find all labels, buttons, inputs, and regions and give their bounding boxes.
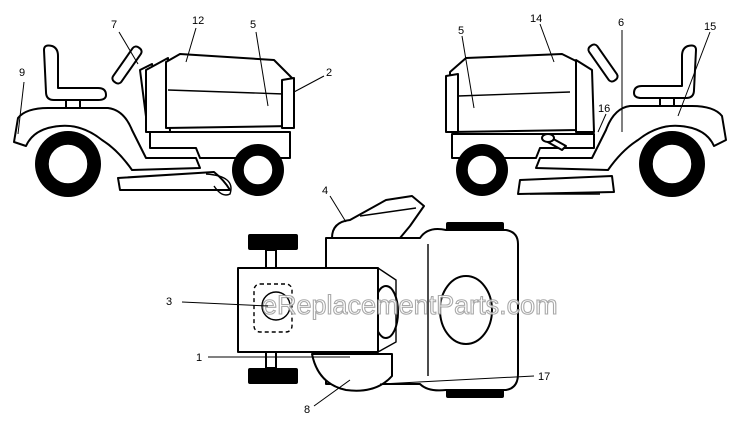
top-deck-chute	[331, 195, 425, 239]
dash-right	[575, 59, 595, 133]
leader-5-left	[255, 31, 269, 107]
top-hood-taper	[377, 267, 397, 353]
top-front-axle-stub-bottom	[265, 351, 277, 369]
mower-deck-left	[117, 171, 231, 191]
callout-2: 2	[326, 67, 332, 79]
leader-9	[17, 81, 25, 135]
front-hub-left	[242, 154, 274, 186]
leader-3	[181, 301, 269, 307]
leader-7	[118, 31, 139, 65]
top-chute-line	[359, 207, 417, 217]
top-seat	[439, 275, 493, 345]
leader-14	[539, 23, 555, 63]
top-mower-deck	[311, 353, 393, 392]
top-front-tire-bottom	[248, 368, 298, 384]
tractor-left-side-view	[13, 44, 295, 197]
top-front-tire-top	[248, 234, 298, 250]
leader-4	[329, 195, 347, 223]
callout-8: 8	[304, 404, 310, 416]
tractor-right-side-view	[445, 43, 727, 197]
seat-right	[633, 44, 697, 99]
leader-lines	[17, 23, 711, 407]
steering-wheel-right	[587, 43, 619, 83]
leader-12	[185, 27, 197, 63]
hood-line-right	[457, 91, 571, 97]
callout-numbers: 7 12 5 2 9 5 14 6 15 16 4 3 1 8 17	[19, 13, 716, 416]
callout-1: 1	[196, 352, 202, 364]
callout-17: 17	[538, 371, 550, 383]
callout-14: 14	[530, 13, 542, 25]
body-fender-left	[13, 107, 201, 171]
leader-17	[379, 375, 535, 385]
leader-16	[597, 113, 607, 133]
front-hub-right	[466, 154, 498, 186]
top-front-axle-stub-top	[265, 249, 277, 269]
top-hood	[237, 267, 379, 353]
callout-5-left: 5	[250, 19, 256, 31]
rear-hub-right	[651, 143, 693, 185]
body-fender-right	[535, 105, 727, 171]
mower-deck-right	[517, 175, 615, 195]
rear-hub-left	[47, 143, 89, 185]
seat-left	[43, 44, 107, 101]
callout-15: 15	[704, 21, 716, 33]
hood-line-left	[167, 89, 285, 95]
callout-12: 12	[192, 15, 204, 27]
tractor-top-view	[237, 195, 519, 398]
leader-5-right	[461, 35, 475, 109]
callout-4: 4	[322, 185, 328, 197]
deck-chute-left	[205, 173, 232, 196]
callout-7: 7	[111, 19, 117, 31]
callout-5-right: 5	[458, 25, 464, 37]
top-dashed-decal-area	[253, 283, 293, 333]
callout-16: 16	[598, 103, 610, 115]
leader-15	[677, 31, 711, 117]
callout-6: 6	[618, 17, 624, 29]
leader-2	[293, 75, 325, 93]
callout-9: 9	[19, 67, 25, 79]
grille-right	[445, 73, 459, 133]
watermark-text: eReplacementParts.com	[262, 290, 558, 320]
lift-knob-right	[541, 133, 555, 143]
callout-3: 3	[166, 296, 172, 308]
grille-left	[281, 77, 295, 129]
steering-wheel-left	[111, 45, 143, 85]
leader-8	[313, 379, 351, 407]
